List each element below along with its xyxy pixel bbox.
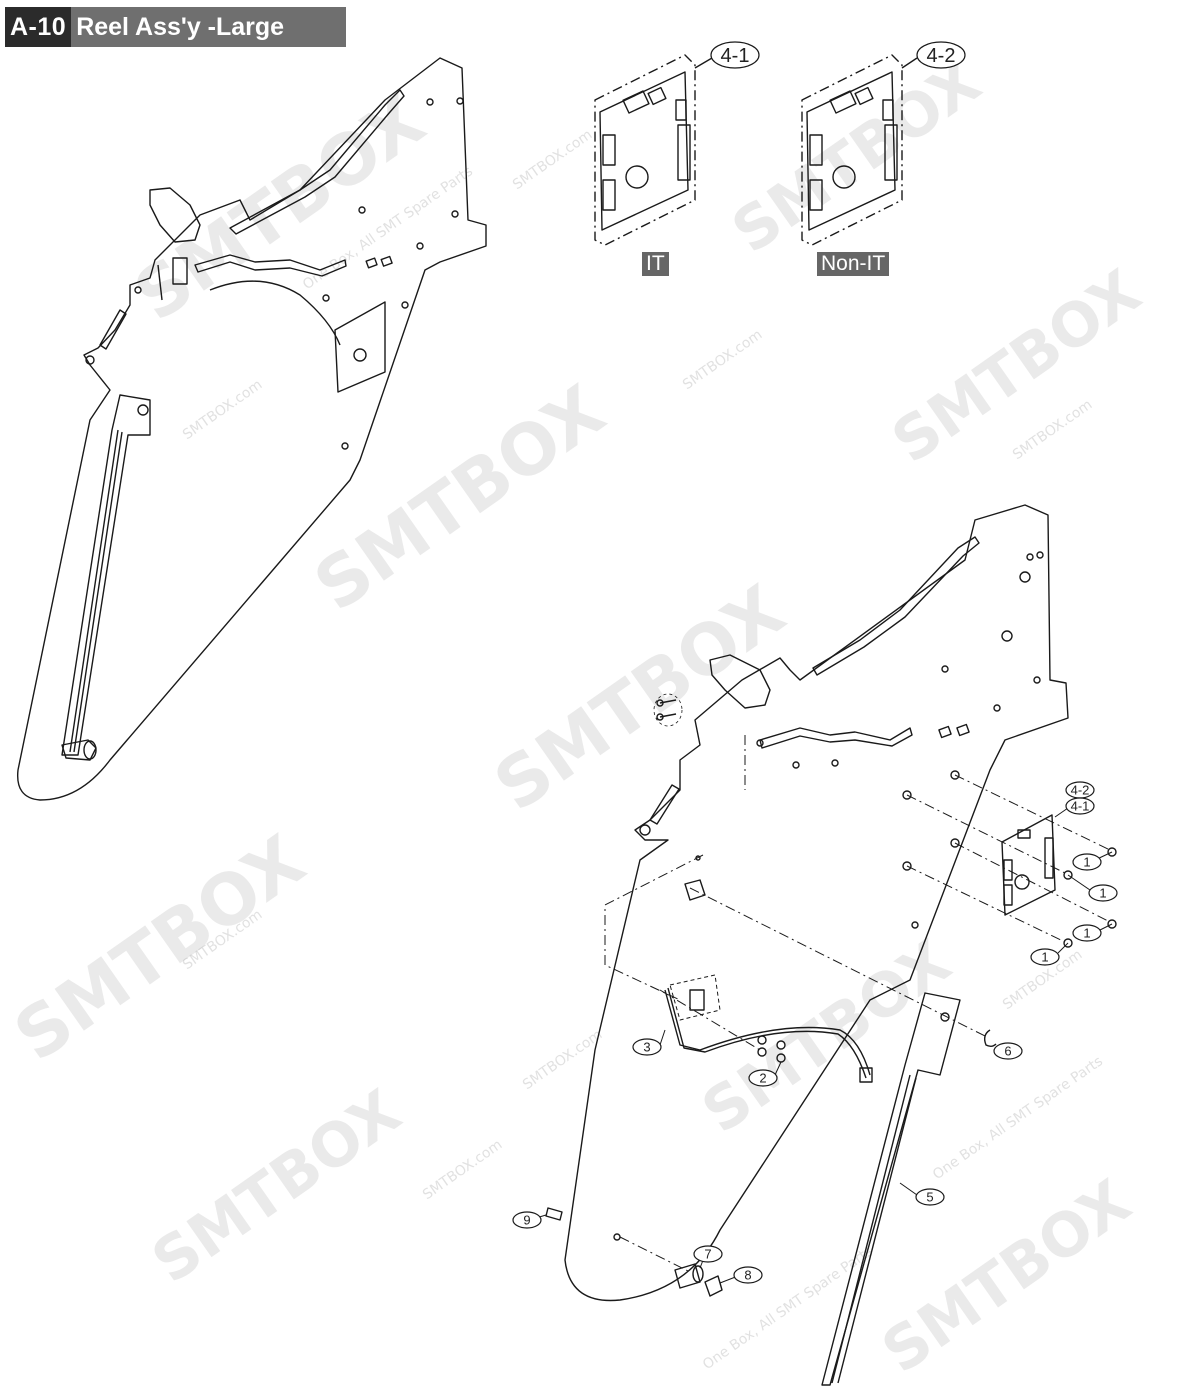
callout-label: 4-1 (1071, 799, 1090, 814)
reel-plate-outline (16, 57, 487, 801)
callout-label: 1 (1041, 950, 1048, 965)
right-cam-lever (709, 654, 771, 709)
callout-4-2-top (916, 41, 966, 69)
callout-label: 8 (744, 1268, 751, 1283)
variant-board-it (594, 54, 696, 246)
upper-slot (812, 536, 980, 676)
screw-pan (545, 1207, 563, 1221)
callout-label: 4-1 (721, 45, 750, 67)
right-exploded-reel (545, 504, 1117, 1386)
left-bottom-pin (61, 739, 97, 761)
callout-label: 2 (759, 1071, 766, 1086)
left-guide-rail (61, 394, 151, 756)
section-code: A-10 (5, 7, 72, 47)
callout-label: 3 (643, 1040, 650, 1055)
left-cam-lever (149, 187, 201, 243)
middle-slot (194, 254, 347, 277)
e-ring (983, 1029, 997, 1047)
variant-tag-non-it: Non-IT (817, 252, 890, 276)
callout-label: 1 (1083, 926, 1090, 941)
middle-slot (759, 727, 913, 749)
callout-label: 6 (1004, 1044, 1011, 1059)
variant-board-non-it (801, 54, 903, 246)
reel-plate-outline (564, 504, 1069, 1302)
callout-label: 1 (1099, 886, 1106, 901)
right-roller (649, 784, 680, 825)
callout-label: 9 (523, 1213, 530, 1228)
callout-label: 7 (704, 1247, 711, 1262)
arc-slot (209, 280, 341, 346)
left-roller (99, 309, 127, 350)
callout-4-1-top (710, 41, 760, 69)
callout-label: 5 (926, 1190, 933, 1205)
left-assembled-reel (16, 57, 487, 801)
callout-label: 4-2 (1071, 783, 1090, 798)
section-title: Reel Ass'y -Large (71, 7, 347, 47)
screw-slotted (704, 1275, 723, 1297)
page-title: A-10 Reel Ass'y -Large (5, 7, 347, 47)
right-guide-rail (821, 992, 961, 1386)
variant-tag-it: IT (642, 252, 669, 276)
screws-top-left (653, 693, 683, 727)
callout-label: 4-2 (927, 45, 956, 67)
sensor-harness (669, 974, 721, 1021)
upper-slot (229, 89, 405, 235)
collar (674, 1263, 701, 1289)
left-pcb (334, 301, 386, 393)
callout-label: 1 (1083, 855, 1090, 870)
